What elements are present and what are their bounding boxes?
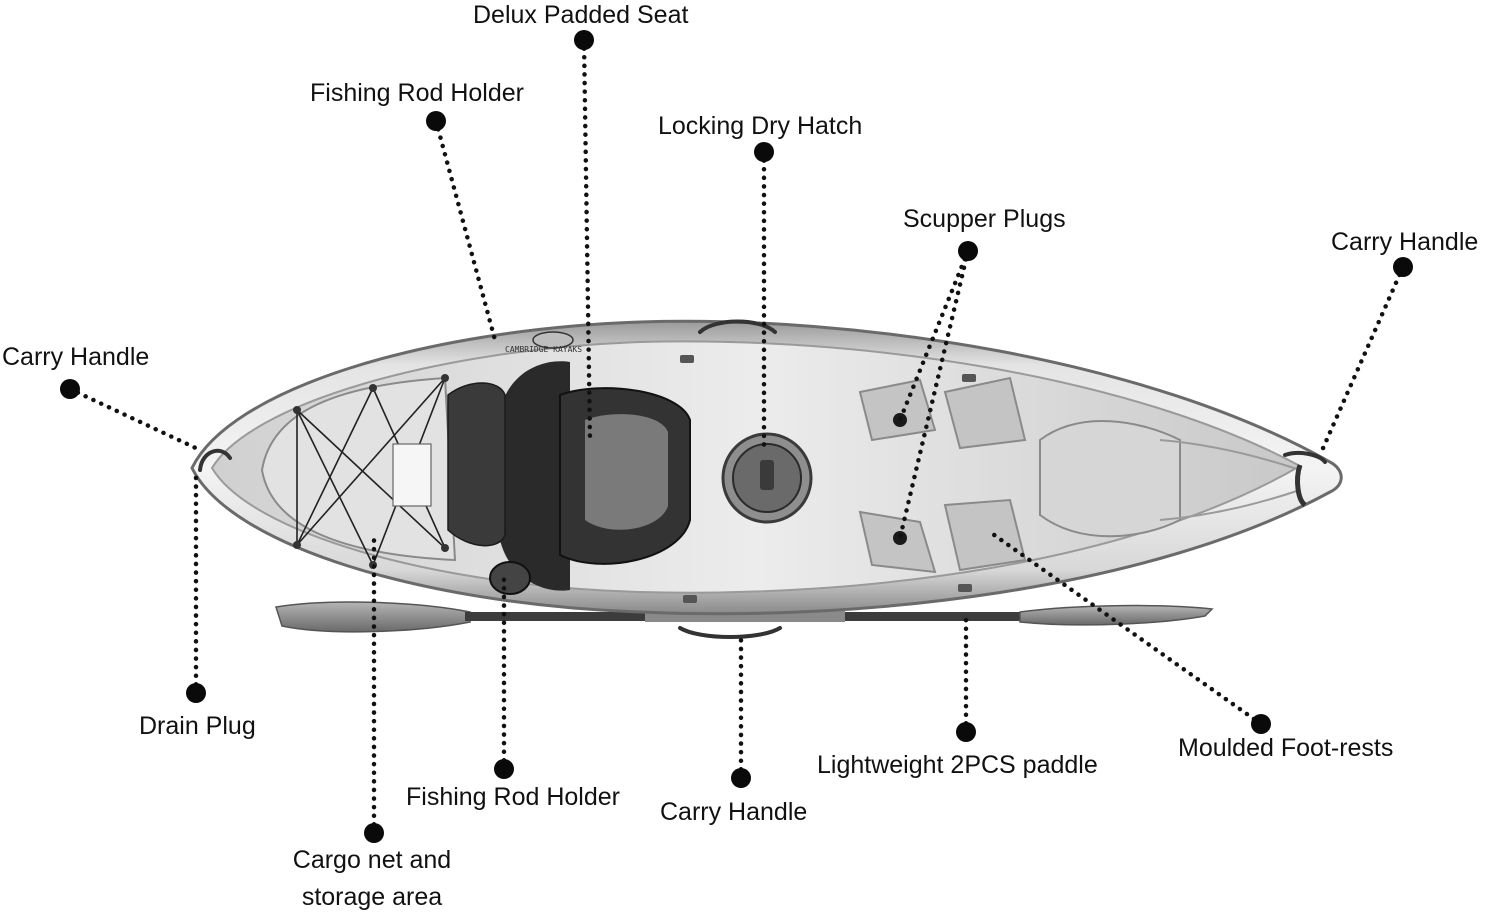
leader-lines: [67, 37, 1406, 836]
callout-dot: [731, 768, 751, 788]
label-carry-handle-left: Carry Handle: [2, 343, 150, 371]
brand-text: CAMBRIDGE KAYAKS: [505, 345, 582, 354]
label-fishing-rod-holder-bottom: Fishing Rod Holder: [406, 783, 620, 811]
label-locking-dry-hatch: Locking Dry Hatch: [658, 112, 863, 140]
label-moulded-foot-rests: Moulded Foot-rests: [1178, 734, 1394, 762]
callout-dots: [60, 30, 1413, 843]
callout-dot: [1251, 714, 1271, 734]
callout-dot: [60, 379, 80, 399]
callout-dot: [1393, 257, 1413, 277]
label-delux-padded-seat: Delux Padded Seat: [473, 1, 689, 29]
kayak-hull: CAMBRIDGE KAYAKS: [190, 319, 1343, 639]
label-carry-handle-right: Carry Handle: [1331, 228, 1479, 256]
callout-dot: [186, 683, 206, 703]
callout-dot: [426, 111, 446, 131]
label-lightweight-paddle: Lightweight 2PCS paddle: [817, 751, 1098, 779]
label-fishing-rod-holder-top: Fishing Rod Holder: [310, 79, 524, 107]
callout-dot: [958, 241, 978, 261]
callout-dot: [494, 759, 514, 779]
label-drain-plug: Drain Plug: [139, 712, 256, 740]
callout-dot: [574, 30, 594, 50]
callout-dot: [364, 823, 384, 843]
callout-dot: [754, 142, 774, 162]
label-scupper-plugs: Scupper Plugs: [903, 205, 1066, 233]
paddle: [275, 601, 1214, 633]
label-cargo-net: Cargo net and storage area: [292, 846, 452, 911]
callout-dot: [956, 722, 976, 742]
label-carry-handle-bottom: Carry Handle: [660, 798, 808, 826]
